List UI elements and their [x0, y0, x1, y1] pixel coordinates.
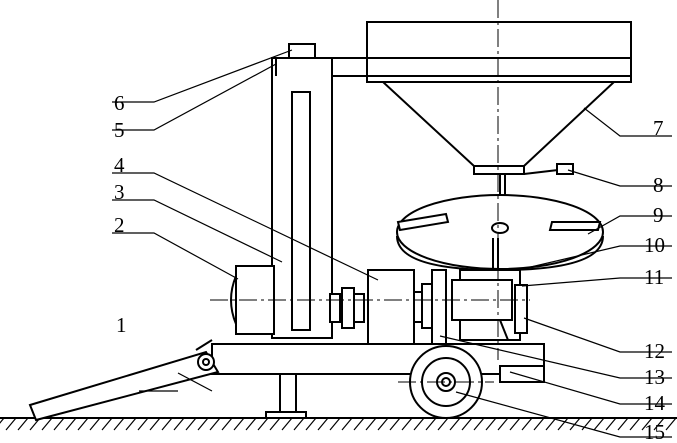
label-1: 1 — [116, 313, 127, 337]
hatch-stroke — [5, 417, 17, 431]
leader-lines — [112, 49, 672, 438]
ground-hatching — [0, 417, 677, 431]
hatch-stroke — [509, 417, 521, 431]
hatch-stroke — [473, 417, 485, 431]
hatch-stroke — [149, 417, 161, 431]
hatch-stroke — [257, 417, 269, 431]
label-5: 5 — [114, 118, 125, 142]
hatch-stroke — [329, 417, 341, 431]
hatch-stroke — [293, 417, 305, 431]
transmission-box — [367, 269, 415, 345]
centerlines — [210, 0, 530, 383]
hatch-stroke — [641, 417, 653, 431]
label-9: 9 — [653, 203, 664, 227]
towbar — [28, 339, 220, 422]
spreading-disc — [396, 194, 604, 272]
label-15: 15 — [644, 420, 665, 443]
hatch-stroke — [125, 417, 137, 431]
ground — [0, 417, 677, 431]
hatch-stroke — [581, 417, 593, 431]
hatch-stroke — [653, 417, 665, 431]
hatch-stroke — [53, 417, 65, 431]
hatch-stroke — [173, 417, 185, 431]
support-frame — [271, 43, 632, 339]
hatch-stroke — [161, 417, 173, 431]
hatch-stroke — [557, 417, 569, 431]
label-2: 2 — [114, 213, 125, 237]
hatch-stroke — [533, 417, 545, 431]
control-lever — [523, 163, 574, 175]
hatch-stroke — [413, 417, 425, 431]
label-7: 7 — [653, 116, 664, 140]
hatch-stroke — [665, 417, 677, 431]
hatch-stroke — [365, 417, 377, 431]
hatch-stroke — [101, 417, 113, 431]
hatch-stroke — [485, 417, 497, 431]
hatch-stroke — [317, 417, 329, 431]
label-6: 6 — [114, 91, 125, 115]
hatch-stroke — [461, 417, 473, 431]
label-14: 14 — [644, 391, 666, 415]
hatch-stroke — [497, 417, 509, 431]
hatch-stroke — [569, 417, 581, 431]
label-13: 13 — [644, 365, 665, 389]
hatch-stroke — [605, 417, 617, 431]
hatch-stroke — [113, 417, 125, 431]
hatch-stroke — [269, 417, 281, 431]
hatch-stroke — [17, 417, 29, 431]
hatch-stroke — [89, 417, 101, 431]
label-11: 11 — [644, 265, 664, 289]
label-4: 4 — [114, 153, 125, 177]
hatch-stroke — [41, 417, 53, 431]
hatch-stroke — [65, 417, 77, 431]
hatch-stroke — [185, 417, 197, 431]
hatch-stroke — [449, 417, 461, 431]
hatch-stroke — [617, 417, 629, 431]
label-8: 8 — [653, 173, 664, 197]
hatch-stroke — [341, 417, 353, 431]
hatch-stroke — [0, 417, 5, 424]
hatch-stroke — [281, 417, 293, 431]
label-12: 12 — [644, 339, 665, 363]
hatch-stroke — [401, 417, 413, 431]
hatch-stroke — [521, 417, 533, 431]
hatch-stroke — [377, 417, 389, 431]
hatch-stroke — [425, 417, 437, 431]
hatch-stroke — [305, 417, 317, 431]
label-10: 10 — [644, 233, 665, 257]
hatch-stroke — [545, 417, 557, 431]
hatch-stroke — [197, 417, 209, 431]
hatch-stroke — [629, 417, 641, 431]
hatch-stroke — [221, 417, 233, 431]
hatch-stroke — [245, 417, 257, 431]
label-3: 3 — [114, 180, 125, 204]
hatch-stroke — [437, 417, 449, 431]
chassis — [211, 343, 545, 419]
hatch-stroke — [389, 417, 401, 431]
hatch-stroke — [77, 417, 89, 431]
part-labels: 1 2 3 4 5 6 7 8 9 10 11 12 13 14 15 — [114, 91, 666, 443]
gearbox — [451, 269, 528, 341]
hatch-stroke — [137, 417, 149, 431]
hatch-stroke — [593, 417, 605, 431]
hatch-stroke — [233, 417, 245, 431]
hatch-stroke — [353, 417, 365, 431]
hatch-stroke — [209, 417, 221, 431]
